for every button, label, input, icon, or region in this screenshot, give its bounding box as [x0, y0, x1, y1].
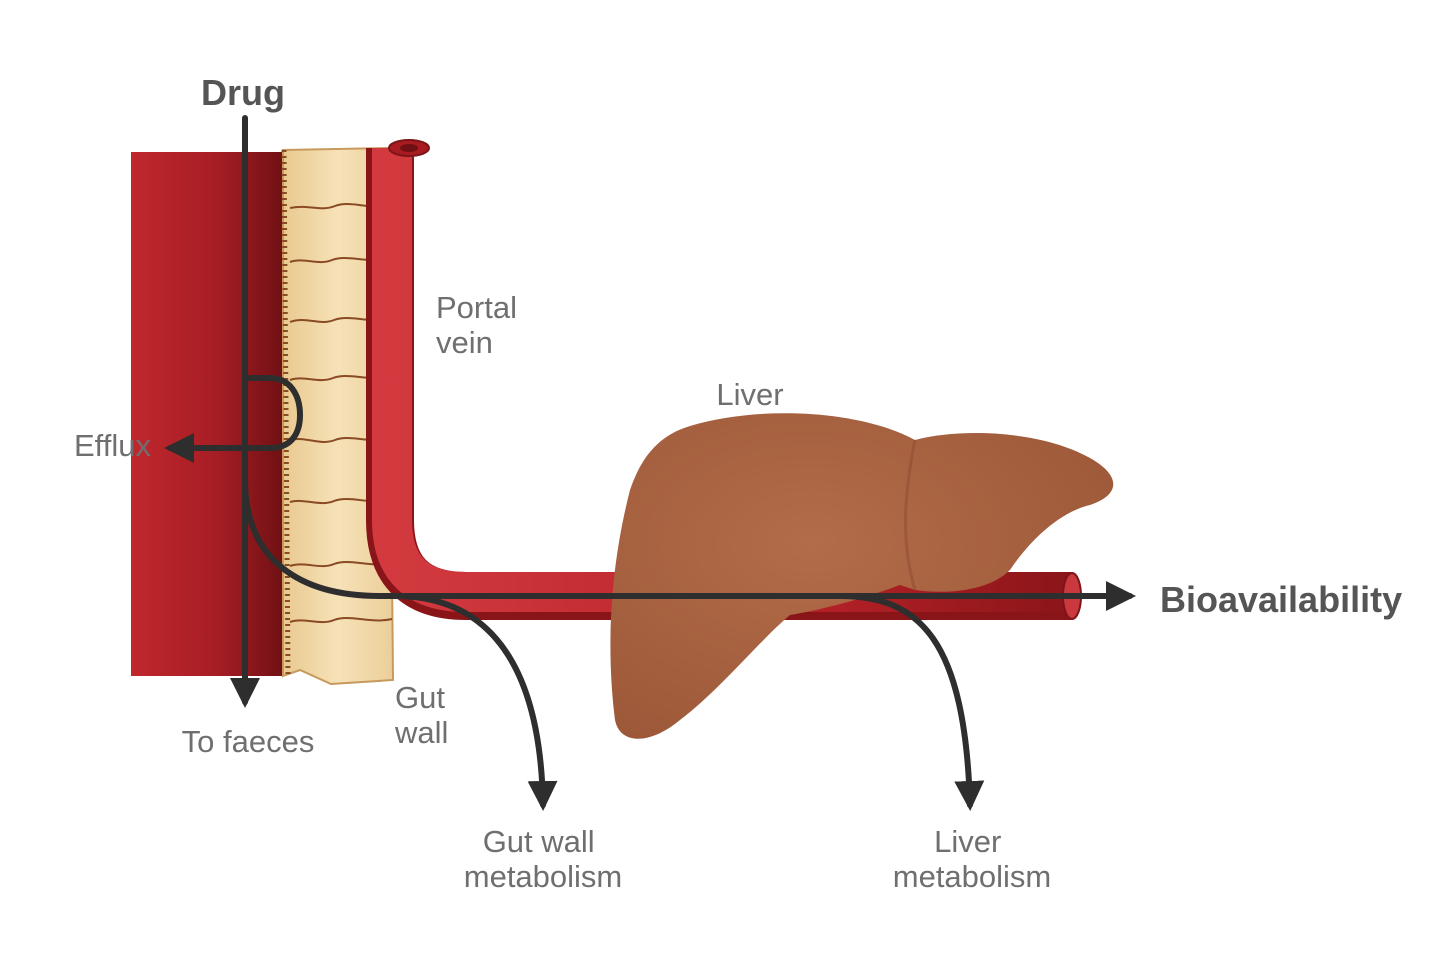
liver-metabolism-label: Liver metabolism: [893, 824, 1052, 894]
liver-metabolism-label-line2: metabolism: [893, 859, 1052, 894]
gut-wall-metabolism-label-line1: Gut wall: [483, 824, 595, 859]
liver-metabolism-arrow: [837, 593, 985, 811]
bioavailability-label: Bioavailability: [1160, 579, 1402, 620]
gut-wall-label-line1: Gut: [395, 680, 445, 715]
liver: [610, 413, 1114, 739]
liver-metabolism-label-line1: Liver: [934, 824, 1001, 859]
drug-pathway-arrows: [164, 115, 1136, 811]
portal-vein-label: Portal vein: [436, 290, 526, 360]
gut-wall-cells: [281, 146, 395, 686]
drug-label: Drug: [201, 72, 285, 113]
gut-wall-metabolism-label: Gut wall metabolism: [464, 824, 623, 894]
efflux-label: Efflux: [74, 428, 151, 463]
gut-wall-metabolism-label-line2: metabolism: [464, 859, 623, 894]
gut-lumen: [131, 152, 286, 676]
portal-vein-label-line2: vein: [436, 325, 493, 360]
efflux-loop-arrow: [164, 375, 304, 463]
to-faeces-label: To faeces: [182, 724, 315, 759]
portal-vein-label-line1: Portal: [436, 290, 517, 325]
gut-wall-metabolism-arrow: [392, 593, 558, 811]
gut-wall-label: Gut wall: [394, 680, 454, 750]
liver-label: Liver: [716, 377, 783, 412]
gut-wall-label-line2: wall: [394, 715, 448, 750]
absorption-arrow: [242, 477, 1136, 611]
